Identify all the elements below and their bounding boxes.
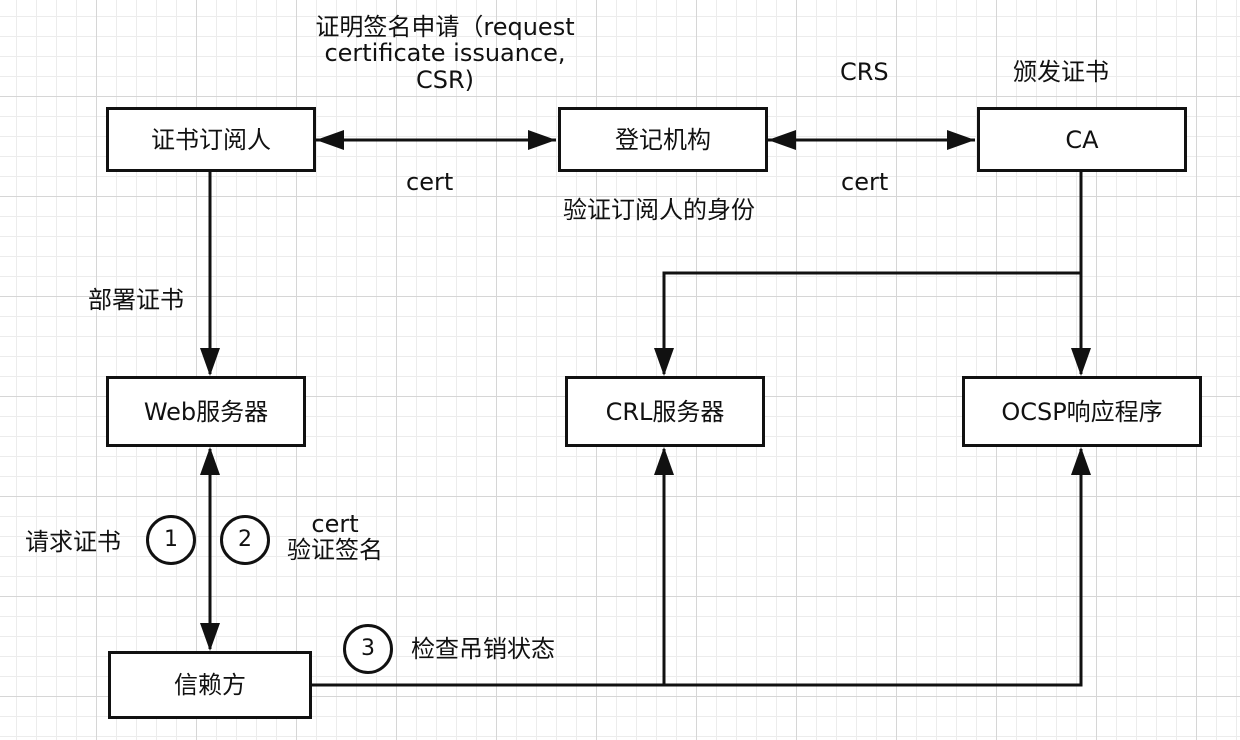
arrowhead-relying-top <box>200 623 220 651</box>
arrowhead-crl-bottom <box>654 447 674 475</box>
node-ocsp-responder: OCSP响应程序 <box>962 376 1202 447</box>
edge-ca-crl <box>662 271 1081 374</box>
label-deploy-cert: 部署证书 <box>88 286 184 314</box>
label-verify-identity: 验证订阅人的身份 <box>563 196 755 224</box>
step-badge-1: 1 <box>146 515 196 565</box>
label-csr-request-line-2: certificate issuance, <box>324 39 566 68</box>
node-web-server: Web服务器 <box>106 376 306 447</box>
arrowhead-crl-top <box>654 348 674 376</box>
label-cert-verify-line-1: cert <box>311 510 359 538</box>
label-request-cert: 请求证书 <box>25 528 121 556</box>
step-badge-3: 3 <box>343 624 393 674</box>
label-issue-cert: 颁发证书 <box>1013 58 1109 86</box>
step-badge-2: 2 <box>220 515 270 565</box>
node-subscriber: 证书订阅人 <box>106 107 316 172</box>
arrowhead-subscriber <box>316 130 344 150</box>
arrowhead-ra-right <box>768 130 796 150</box>
edge-relying-ocsp <box>312 449 1083 687</box>
node-crl-server: CRL服务器 <box>565 376 765 447</box>
label-csr-request: 证明签名申请（request certificate issuance, CSR… <box>300 13 590 94</box>
label-csr-request-line-3: CSR) <box>415 65 475 94</box>
label-csr-request-line-1: 证明签名申请（request <box>315 13 575 41</box>
arrowhead-ca <box>947 130 975 150</box>
arrowhead-ra-left <box>528 130 556 150</box>
label-crs: CRS <box>840 58 889 86</box>
label-cert-subscriber-ra: cert <box>406 168 454 196</box>
node-relying-party: 信赖方 <box>108 651 312 719</box>
label-check-revocation: 检查吊销状态 <box>411 635 555 663</box>
label-cert-verify-line-2: 验证签名 <box>287 536 383 565</box>
arrowhead-ocsp-bottom <box>1071 447 1091 475</box>
node-registration-authority: 登记机构 <box>558 107 768 172</box>
label-cert-ra-ca: cert <box>841 168 889 196</box>
node-ca: CA <box>977 107 1187 172</box>
label-cert-verify: cert 验证签名 <box>280 511 390 564</box>
arrowhead-web-bottom <box>200 447 220 475</box>
arrowhead-ocsp-top <box>1071 348 1091 376</box>
arrowhead-web-top <box>200 348 220 376</box>
